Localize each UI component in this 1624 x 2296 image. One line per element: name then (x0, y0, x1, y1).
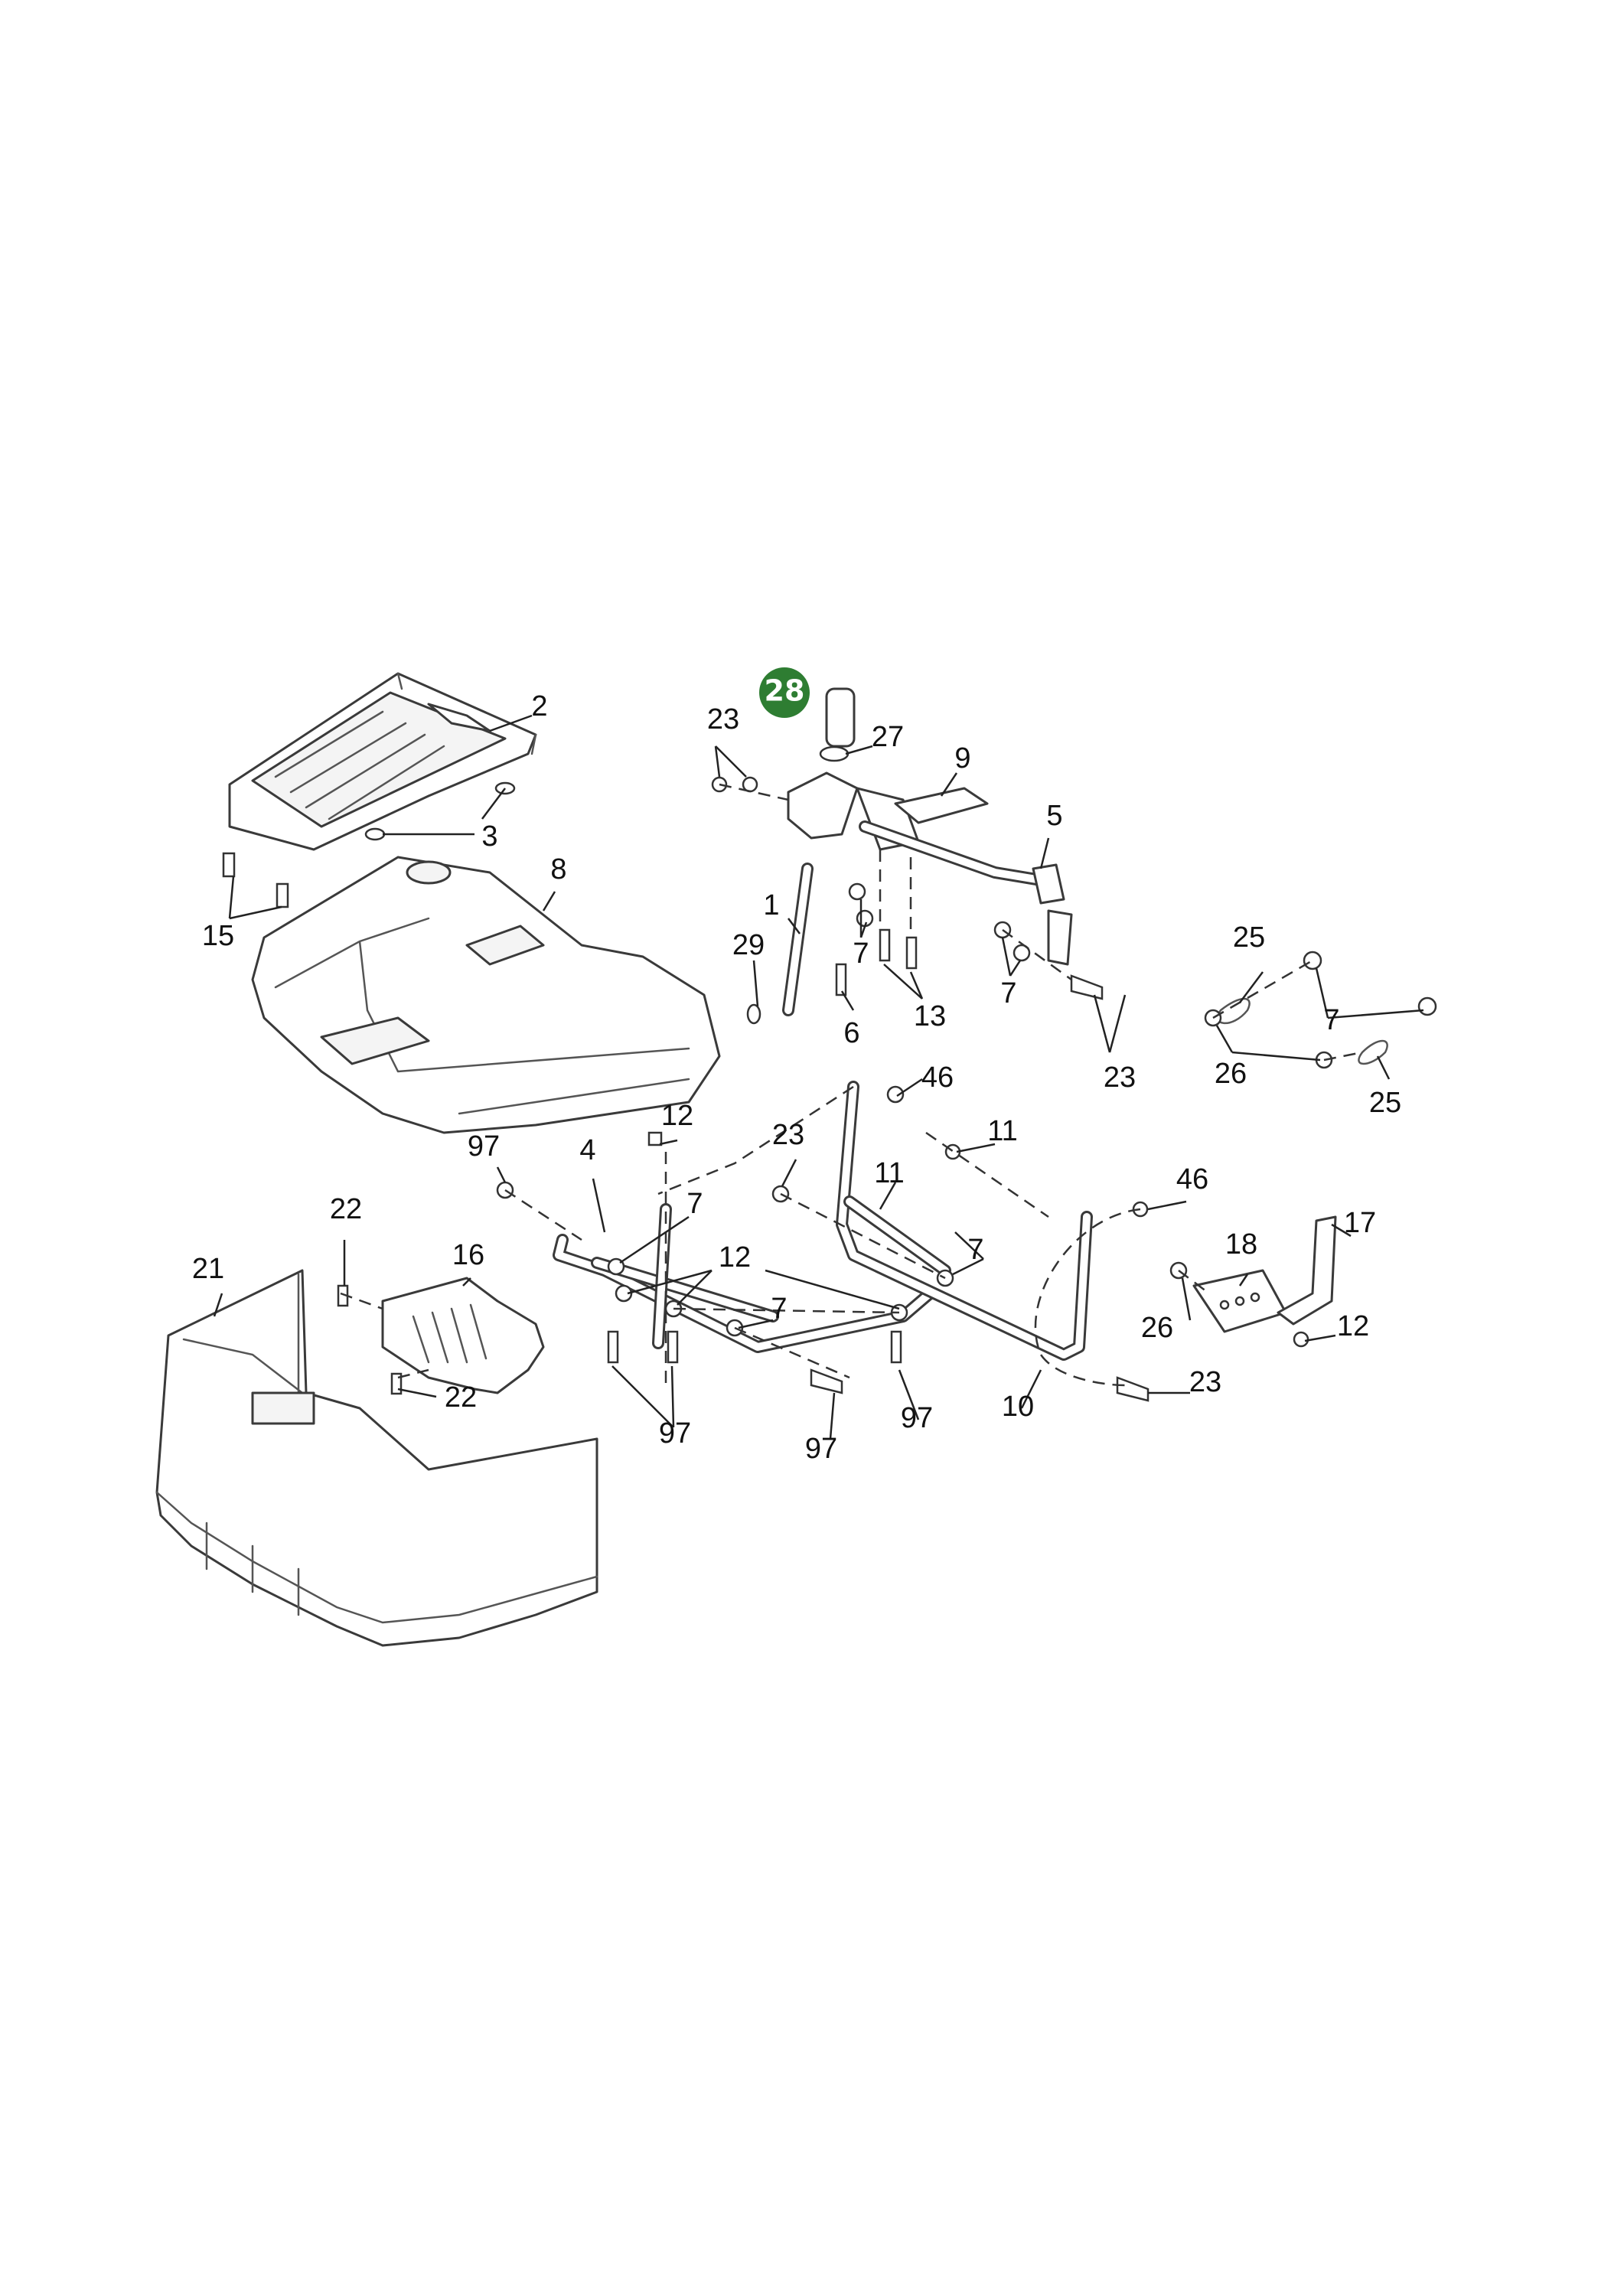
callout-46-right[interactable]: 46 (1176, 1163, 1208, 1195)
callout-11-right[interactable]: 11 (987, 1115, 1017, 1147)
part-hood-top-cover (228, 672, 537, 851)
callout-26-plate[interactable]: 26 (1141, 1312, 1173, 1344)
callout-16[interactable]: 16 (452, 1239, 484, 1271)
callout-8[interactable]: 8 (550, 853, 566, 885)
callout-22-top[interactable]: 22 (330, 1193, 362, 1225)
callout-10[interactable]: 10 (1002, 1391, 1034, 1423)
callout-23-frame[interactable]: 23 (772, 1119, 804, 1151)
callout-29[interactable]: 29 (732, 929, 765, 961)
callout-12-top[interactable]: 12 (661, 1100, 693, 1132)
part-side-plate (1169, 1215, 1337, 1348)
part-steering-column (746, 863, 847, 1025)
callout-23-mid[interactable]: 23 (1104, 1062, 1136, 1094)
callout-4[interactable]: 4 (579, 1134, 595, 1166)
callout-46-top[interactable]: 46 (921, 1062, 954, 1094)
highlight-label: 28 (765, 674, 805, 708)
callout-7-column[interactable]: 7 (853, 938, 869, 970)
part-bracket-plate (337, 1277, 545, 1395)
part-hood (251, 856, 721, 1134)
callout-1[interactable]: 1 (763, 889, 779, 921)
callout-5[interactable]: 5 (1046, 800, 1062, 832)
callout-12-plate[interactable]: 12 (1337, 1310, 1369, 1342)
part-lift-pins (1204, 951, 1437, 1069)
callout-7-right[interactable]: 7 (1323, 1004, 1339, 1036)
callout-11-left[interactable]: 11 (874, 1157, 904, 1189)
callout-labels: 2 3 15 8 23 27 9 5 1 29 7 13 6 7 23 25 7… (192, 690, 1401, 1465)
callout-12-mid[interactable]: 12 (719, 1241, 751, 1274)
callout-3[interactable]: 3 (481, 820, 497, 853)
callout-23-bottom[interactable]: 23 (1189, 1366, 1221, 1398)
callout-97-b[interactable]: 97 (805, 1433, 837, 1465)
callout-97-c[interactable]: 97 (901, 1402, 933, 1434)
callout-18[interactable]: 18 (1225, 1228, 1257, 1261)
callout-97-left[interactable]: 97 (468, 1130, 500, 1163)
callout-22-bottom[interactable]: 22 (445, 1381, 477, 1414)
callout-leaders (213, 714, 1424, 1440)
callout-15[interactable]: 15 (202, 920, 234, 952)
callout-7-lower[interactable]: 7 (771, 1293, 787, 1325)
callout-7-left[interactable]: 7 (686, 1188, 703, 1220)
callout-25-top[interactable]: 25 (1233, 921, 1265, 954)
callout-7-frame[interactable]: 7 (967, 1234, 983, 1266)
part-steering-support (711, 687, 1073, 966)
callout-21[interactable]: 21 (192, 1253, 224, 1285)
part-front-body (155, 1269, 598, 1647)
callout-23-top[interactable]: 23 (707, 703, 739, 735)
callout-7-mid[interactable]: 7 (1000, 977, 1016, 1009)
highlight-callout-28[interactable]: 28 (759, 667, 810, 718)
highlight-badge (759, 667, 810, 718)
callout-25-bottom[interactable]: 25 (1369, 1087, 1401, 1119)
callout-2[interactable]: 2 (531, 690, 547, 722)
callout-27[interactable]: 27 (872, 721, 904, 753)
callout-9[interactable]: 9 (954, 742, 970, 775)
callout-26-right[interactable]: 26 (1215, 1058, 1247, 1090)
callout-97-a[interactable]: 97 (659, 1417, 691, 1450)
callout-17[interactable]: 17 (1344, 1207, 1376, 1239)
callout-6[interactable]: 6 (843, 1017, 859, 1049)
column-fasteners (848, 882, 1104, 1000)
assembly-dashed-lines (340, 783, 1363, 1387)
callout-13[interactable]: 13 (914, 1000, 946, 1032)
